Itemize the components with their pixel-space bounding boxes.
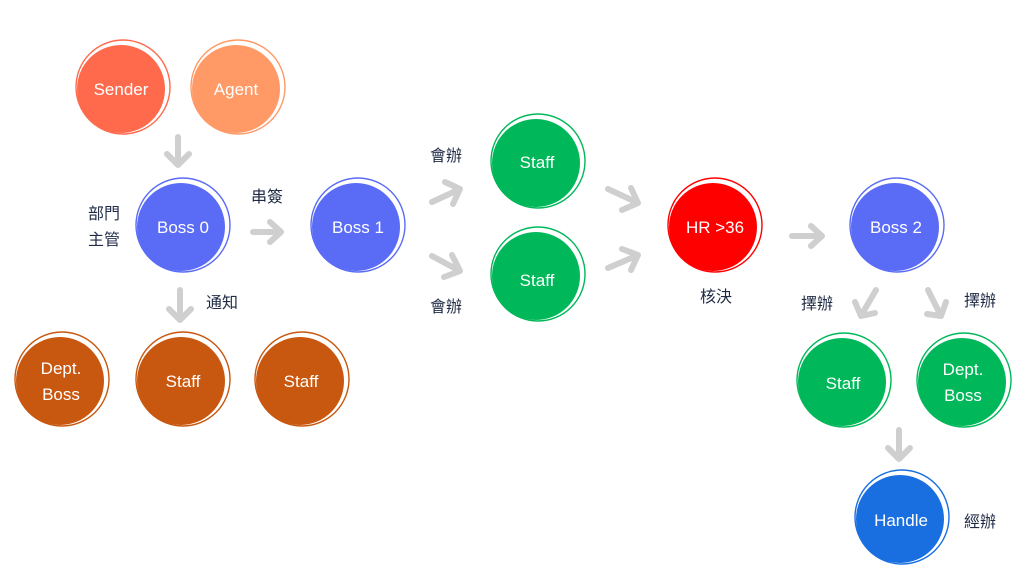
sender-label: Sender: [94, 80, 149, 99]
handle-node: Handle: [854, 469, 950, 565]
staff-bottom-left-1-node: Staff: [135, 331, 231, 427]
sender-node: Sender: [75, 39, 171, 135]
staff-bottom-left-2-node: Staff: [254, 331, 350, 427]
staff-top-node: Staff: [490, 113, 586, 209]
arrows: [164, 134, 949, 462]
boss2-label: Boss 2: [870, 218, 922, 237]
arrow-boss0-down: [166, 287, 194, 323]
caption-select-left: 擇辦: [801, 294, 833, 313]
staff-mid-label: Staff: [520, 271, 555, 290]
arrow-staff-mid-to-hr: [605, 246, 641, 273]
boss1-node: Boss 1: [310, 177, 406, 273]
caption-cosign-bottom: 會辦: [430, 297, 462, 316]
dept-boss-left-node: Dept. Boss: [14, 331, 110, 427]
hr-node: HR >36: [667, 177, 763, 273]
agent-node: Agent: [190, 39, 286, 135]
dept-boss-right-line2: Boss: [944, 386, 982, 405]
arrow-staff-top-to-hr: [605, 185, 641, 213]
boss0-label: Boss 0: [157, 218, 209, 237]
hr-label: HR >36: [686, 218, 744, 237]
boss2-node: Boss 2: [849, 177, 945, 273]
caption-dept-head-line1: 部門: [88, 204, 120, 223]
staff-top-label: Staff: [520, 153, 555, 172]
staff-right-label: Staff: [826, 374, 861, 393]
caption-select-right: 擇辦: [964, 291, 996, 310]
caption-notify: 通知: [206, 293, 238, 312]
arrow-down-to-boss0: [164, 134, 192, 168]
arrow-staff-right-to-handle: [885, 427, 913, 462]
arrow-hr-to-boss2: [789, 223, 825, 249]
arrow-boss1-to-staff-mid: [429, 252, 463, 280]
dept-boss-right-node: Dept. Boss: [916, 332, 1012, 428]
boss0-node: Boss 0: [135, 177, 231, 273]
staff-right-node: Staff: [796, 332, 892, 428]
staff-mid-node: Staff: [490, 226, 586, 322]
captions: 部門 主管 串簽 通知 會辦 會辦 核決 擇辦 擇辦 經辦: [88, 146, 996, 531]
caption-dept-head-line2: 主管: [88, 230, 120, 249]
caption-serial-sign: 串簽: [251, 187, 283, 206]
caption-handler: 經辦: [964, 512, 996, 531]
caption-approve: 核決: [700, 287, 732, 306]
arrow-boss2-to-staff-right: [852, 287, 879, 319]
dept-boss-left-line1: Dept.: [41, 359, 82, 378]
arrow-boss2-to-dept-boss-right: [924, 287, 949, 319]
dept-boss-left-line2: Boss: [42, 385, 80, 404]
handle-label: Handle: [874, 511, 928, 530]
arrow-boss1-to-staff-top: [429, 179, 463, 207]
boss1-label: Boss 1: [332, 218, 384, 237]
caption-cosign-top: 會辦: [430, 146, 462, 165]
arrow-boss0-to-boss1: [250, 219, 284, 245]
dept-boss-right-line1: Dept.: [943, 360, 984, 379]
agent-label: Agent: [214, 80, 259, 99]
staff-bottom-left-1-label: Staff: [166, 372, 201, 391]
staff-bottom-left-2-label: Staff: [284, 372, 319, 391]
